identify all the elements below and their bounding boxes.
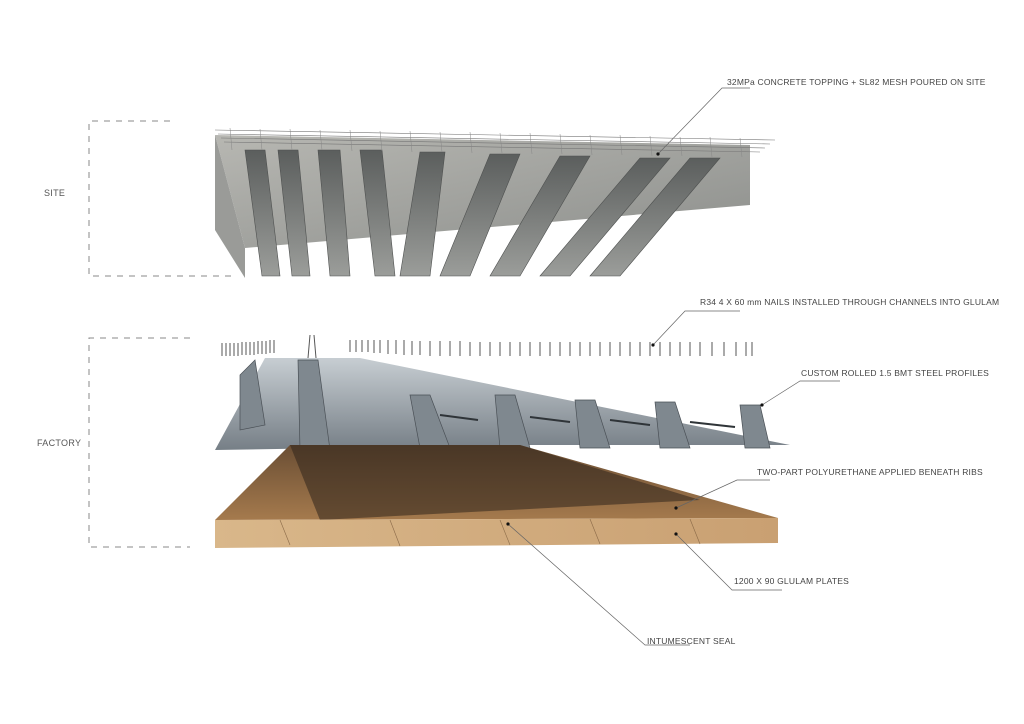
callout-polyurethane: TWO-PART POLYURETHANE APPLIED BENEATH RI… [757,467,983,477]
callout-intumescent-seal: INTUMESCENT SEAL [647,636,736,646]
leader-dots [506,152,764,536]
stage-label-site: SITE [44,188,66,198]
concrete-topping [214,127,776,278]
factory-bracket [88,337,190,548]
nails-row [221,334,753,359]
steel-profiles [215,358,790,451]
stage-label-factory: FACTORY [37,438,82,448]
callout-nails: R34 4 X 60 mm NAILS INSTALLED THROUGH CH… [700,297,1000,307]
glulam-plates [215,445,778,548]
callout-concrete-topping: 32MPa CONCRETE TOPPING + SL82 MESH POURE… [727,77,986,87]
callout-glulam-plates: 1200 X 90 GLULAM PLATES [734,576,850,586]
callout-steel-profiles: CUSTOM ROLLED 1.5 BMT STEEL PROFILES [801,368,989,378]
leader-lines [507,87,840,646]
site-bracket [88,120,235,277]
